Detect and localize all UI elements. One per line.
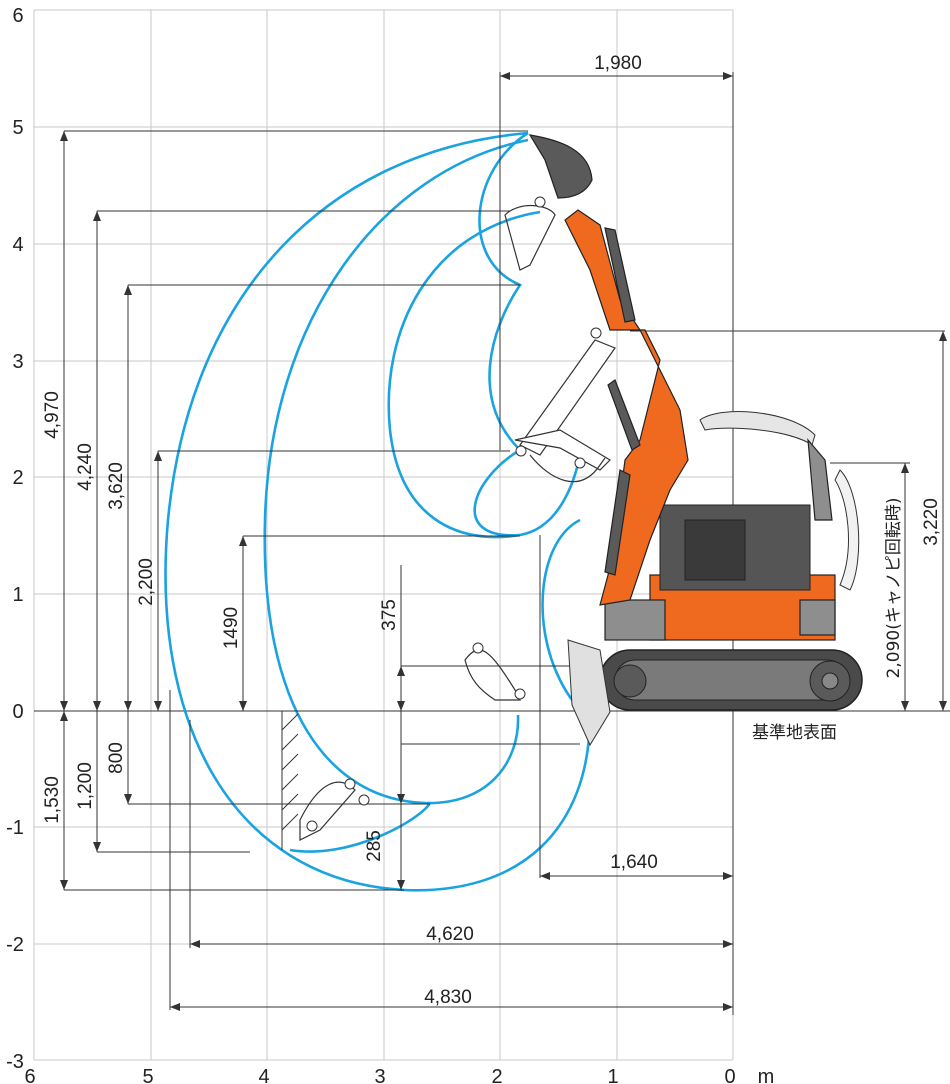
envelope-3	[387, 210, 582, 539]
dim-3620: 3,620	[106, 462, 127, 510]
dim-3220: 3,220	[921, 498, 942, 546]
y-tick-4: 4	[12, 234, 23, 256]
dim-1490: 1490	[221, 607, 242, 649]
working-envelopes	[164, 131, 602, 892]
y-tick-2: 2	[12, 467, 23, 489]
y-tick-0: 0	[12, 701, 23, 723]
x-tick-6: 6	[24, 1066, 35, 1084]
inner-envelope	[473, 131, 529, 537]
dozer-blade	[567, 639, 611, 747]
ground-label: 基準地表面	[752, 723, 837, 743]
dim-2200: 2,200	[136, 558, 157, 606]
envelope-2	[263, 138, 529, 805]
bucket-ghost-4	[299, 781, 356, 841]
arm-ghost-2	[514, 429, 611, 471]
dim-4240: 4,240	[75, 443, 96, 491]
y-tick-minus1: -1	[6, 817, 24, 839]
y-tick-minus2: -2	[6, 934, 24, 956]
y-axis-ticks: 6 5 4 3 2 1 0 -1 -2 -3	[6, 5, 24, 1073]
dim-285: 285	[364, 830, 385, 862]
boom-cylinder	[604, 227, 636, 323]
x-axis-ticks: 6 5 4 3 2 1 0 m	[24, 1066, 774, 1084]
bucket-ghost-3	[464, 649, 521, 701]
x-tick-0: 0	[724, 1066, 735, 1084]
dim-2090: 2,090(キャノピ回転時)	[884, 498, 904, 679]
x-tick-4: 4	[258, 1066, 269, 1084]
y-tick-5: 5	[12, 117, 23, 139]
dim-800: 800	[106, 742, 127, 774]
arm-ghost-1	[519, 339, 616, 456]
dim-375: 375	[379, 599, 400, 631]
grid	[33, 9, 950, 1061]
x-unit: m	[758, 1066, 775, 1084]
x-tick-1: 1	[607, 1066, 618, 1084]
dim-1530: 1,530	[42, 776, 63, 824]
dim-4620: 4,620	[426, 924, 474, 945]
bucket-ghost-2	[529, 454, 606, 483]
boom	[564, 209, 689, 606]
x-tick-5: 5	[142, 1066, 153, 1084]
dim-1200: 1,200	[75, 762, 96, 810]
y-tick-1: 1	[12, 584, 23, 606]
pit-wall	[281, 710, 299, 850]
pit-envelope	[289, 802, 432, 853]
canopy-roof	[699, 411, 816, 446]
canopy-post	[807, 438, 833, 521]
dim-1980: 1,980	[594, 53, 642, 74]
y-tick-6: 6	[12, 5, 23, 27]
x-tick-3: 3	[374, 1066, 385, 1084]
dim-1640: 1,640	[610, 852, 658, 873]
excavator-illustration	[299, 134, 863, 841]
dimension-labels: 1,980 1,640 4,620 4,830 基準地表面 4,970 4,24…	[42, 53, 942, 1008]
outer-envelope	[164, 131, 592, 892]
x-tick-2: 2	[491, 1066, 502, 1084]
bucket-top	[528, 134, 593, 199]
dim-4970: 4,970	[42, 391, 63, 439]
dimension-lines	[60, 72, 947, 1015]
y-tick-minus3: -3	[6, 1051, 24, 1073]
bucket-ghost-1	[504, 205, 556, 271]
dim-4830: 4,830	[424, 987, 472, 1008]
y-tick-3: 3	[12, 351, 23, 373]
